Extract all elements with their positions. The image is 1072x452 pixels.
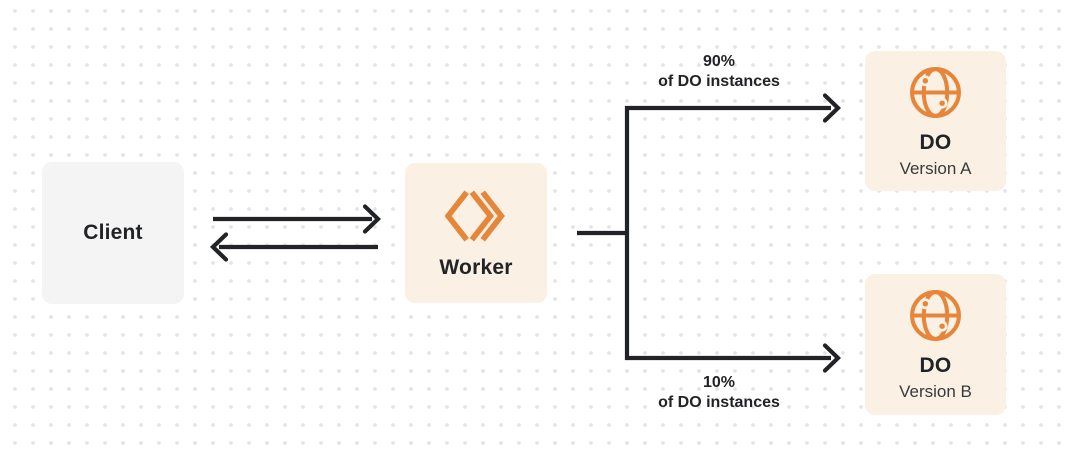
split-percent: 90% — [702, 53, 736, 70]
worker-to-client-arrow — [209, 232, 378, 262]
globe-icon — [907, 287, 964, 352]
do-a-subtitle: Version A — [899, 158, 972, 178]
workers-icon — [444, 187, 507, 245]
node-worker: Worker — [405, 163, 547, 303]
split-percent: 10% — [702, 374, 736, 391]
node-do-version-a: DO Version A — [865, 51, 1006, 191]
do-a-title: DO — [919, 130, 952, 154]
split-caption: of DO instances — [658, 73, 780, 90]
do-b-title: DO — [919, 354, 952, 377]
split-caption: of DO instances — [658, 394, 780, 411]
split-arrow-to-do-a — [624, 93, 842, 233]
client-to-worker-arrow — [213, 204, 382, 234]
worker-label: Worker — [439, 255, 513, 279]
node-do-version-b: DO Version B — [865, 274, 1006, 415]
split-label-10: 10% of DO instances — [609, 373, 829, 413]
split-arrow-to-do-b — [624, 233, 842, 373]
node-client: Client — [42, 162, 184, 304]
globe-icon — [907, 64, 964, 129]
split-label-90: 90% of DO instances — [609, 52, 829, 92]
client-label: Client — [83, 221, 143, 244]
do-b-subtitle: Version B — [899, 382, 972, 401]
